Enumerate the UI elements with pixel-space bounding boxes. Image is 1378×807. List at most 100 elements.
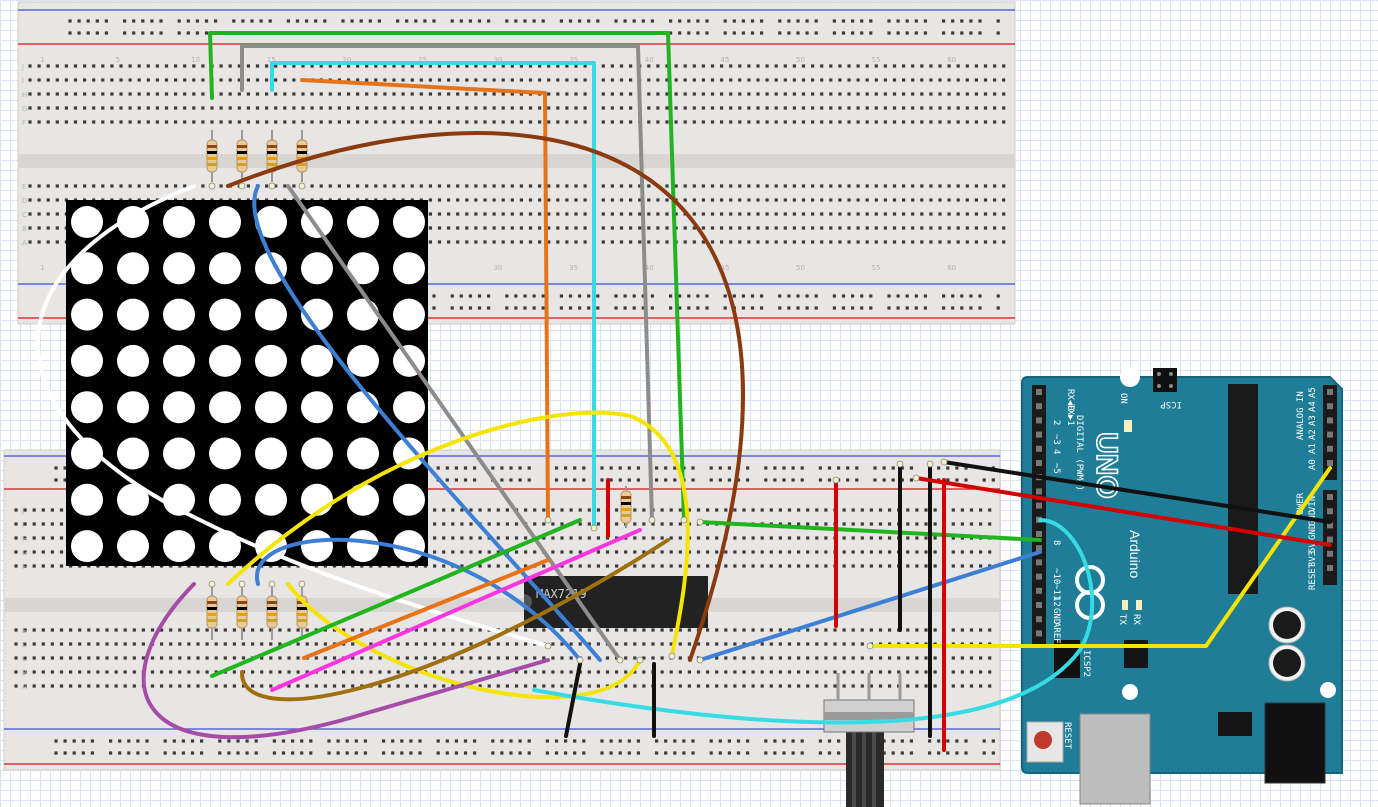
wire-blue-1[interactable] xyxy=(252,184,602,662)
wire-green-2[interactable] xyxy=(210,518,582,678)
wire-orange-top[interactable] xyxy=(300,78,550,522)
digital-pin-label: ~5 xyxy=(1051,463,1061,474)
column-number: 55 xyxy=(872,264,881,272)
row-letter: D xyxy=(22,197,27,205)
matrix-led xyxy=(163,252,195,285)
row-letter: E xyxy=(22,627,26,635)
matrix-led xyxy=(117,483,149,516)
matrix-led xyxy=(347,252,379,285)
wire-group xyxy=(36,31,1332,752)
column-number: 1 xyxy=(40,264,44,272)
wire-yellow-1[interactable] xyxy=(226,410,690,658)
column-number: 35 xyxy=(569,264,578,272)
wire-yellow-3[interactable] xyxy=(868,466,1332,648)
matrix-led xyxy=(209,483,241,516)
matrix-led xyxy=(209,252,241,285)
wire-blue-3[interactable] xyxy=(698,550,1042,662)
column-number: 1 xyxy=(40,56,44,64)
column-number: 40 xyxy=(645,264,654,272)
potentiometer[interactable] xyxy=(823,673,915,807)
wire-endpoints xyxy=(208,182,948,664)
column-number: 25 xyxy=(418,56,427,64)
wire-orange-2[interactable] xyxy=(302,558,550,660)
wire-green-3[interactable] xyxy=(698,520,1042,542)
row-letter: C xyxy=(22,211,27,219)
wire-black-4[interactable] xyxy=(564,662,582,738)
matrix-led xyxy=(163,530,195,563)
resistor xyxy=(296,130,308,182)
wire-black-3[interactable] xyxy=(942,460,1332,524)
matrix-led xyxy=(71,298,103,331)
wire-green-top[interactable] xyxy=(208,31,686,522)
matrix-led xyxy=(301,252,333,285)
wire-white[interactable] xyxy=(36,184,550,648)
matrix-led xyxy=(347,344,379,377)
matrix-led xyxy=(71,530,103,563)
power-pin-label: 5V xyxy=(1308,542,1318,553)
matrix-led xyxy=(255,206,287,238)
matrix-led xyxy=(163,206,195,238)
wire-cyan-top[interactable] xyxy=(270,61,596,530)
matrix-led xyxy=(347,298,379,331)
matrix-led xyxy=(301,344,333,377)
column-number: 45 xyxy=(720,264,729,272)
wire-gray-2[interactable] xyxy=(286,184,622,662)
matrix-led xyxy=(301,391,333,424)
matrix-led xyxy=(117,391,149,424)
wire-olive[interactable] xyxy=(239,538,670,702)
matrix-led xyxy=(255,344,287,377)
digital-pin-label: ~3 xyxy=(1051,434,1061,445)
wire-gray-top[interactable] xyxy=(240,44,654,522)
digital-header-label: DIGITAL (PWM~) xyxy=(1074,415,1084,491)
resistor xyxy=(206,584,218,640)
row-letter: G xyxy=(22,549,27,557)
matrix-led xyxy=(209,344,241,377)
power-pin-label: GND xyxy=(1308,524,1318,540)
wire-red-3[interactable] xyxy=(914,476,1332,547)
aref-pin-label: AREF xyxy=(1051,622,1061,644)
matrix-led xyxy=(393,530,425,563)
reset-button-label: RESET xyxy=(1062,722,1072,750)
matrix-led xyxy=(301,437,333,470)
row-letter: B xyxy=(22,669,27,677)
wire-yellow-2[interactable] xyxy=(286,582,642,700)
row-letter: A xyxy=(22,239,27,247)
rx-label: RX xyxy=(1131,614,1141,625)
row-letter: F xyxy=(22,119,26,127)
column-number: 55 xyxy=(872,56,881,64)
max7219-chip: MAX7219 xyxy=(524,576,708,628)
row-letter: D xyxy=(22,641,27,649)
wire-cyan-2[interactable] xyxy=(532,518,1095,725)
digital-pin-label: 12 xyxy=(1051,596,1061,607)
matrix-led xyxy=(393,483,425,516)
power-pin-label: RESET xyxy=(1308,562,1318,590)
matrix-led xyxy=(393,391,425,424)
analog-pin-label: A0 xyxy=(1308,459,1318,470)
digital-pin-label: 4 xyxy=(1051,449,1061,454)
matrix-led xyxy=(163,483,195,516)
matrix-led xyxy=(255,298,287,331)
matrix-led xyxy=(117,252,149,285)
matrix-led xyxy=(209,391,241,424)
wire-blue-2[interactable] xyxy=(255,537,582,662)
matrix-led xyxy=(255,391,287,424)
row-letter: J xyxy=(21,507,24,515)
matrix-led xyxy=(347,437,379,470)
column-number: 15 xyxy=(267,56,276,64)
icsp-label: ICSP xyxy=(1160,399,1182,409)
column-number: 50 xyxy=(796,264,805,272)
analog-pin-label: A1 xyxy=(1308,443,1318,454)
wire-brown[interactable] xyxy=(226,131,745,662)
column-number: 5 xyxy=(116,56,120,64)
matrix-led xyxy=(301,530,333,563)
column-number: 30 xyxy=(494,264,503,272)
matrix-led xyxy=(71,252,103,285)
wire-magenta[interactable] xyxy=(270,528,642,692)
row-letter: H xyxy=(22,91,27,99)
led-matrix-8x8 xyxy=(66,200,428,566)
matrix-led xyxy=(209,530,241,563)
row-letter: A xyxy=(22,683,27,691)
wire-purple[interactable] xyxy=(141,582,550,740)
digital-pin-label: ~10 xyxy=(1051,568,1061,584)
